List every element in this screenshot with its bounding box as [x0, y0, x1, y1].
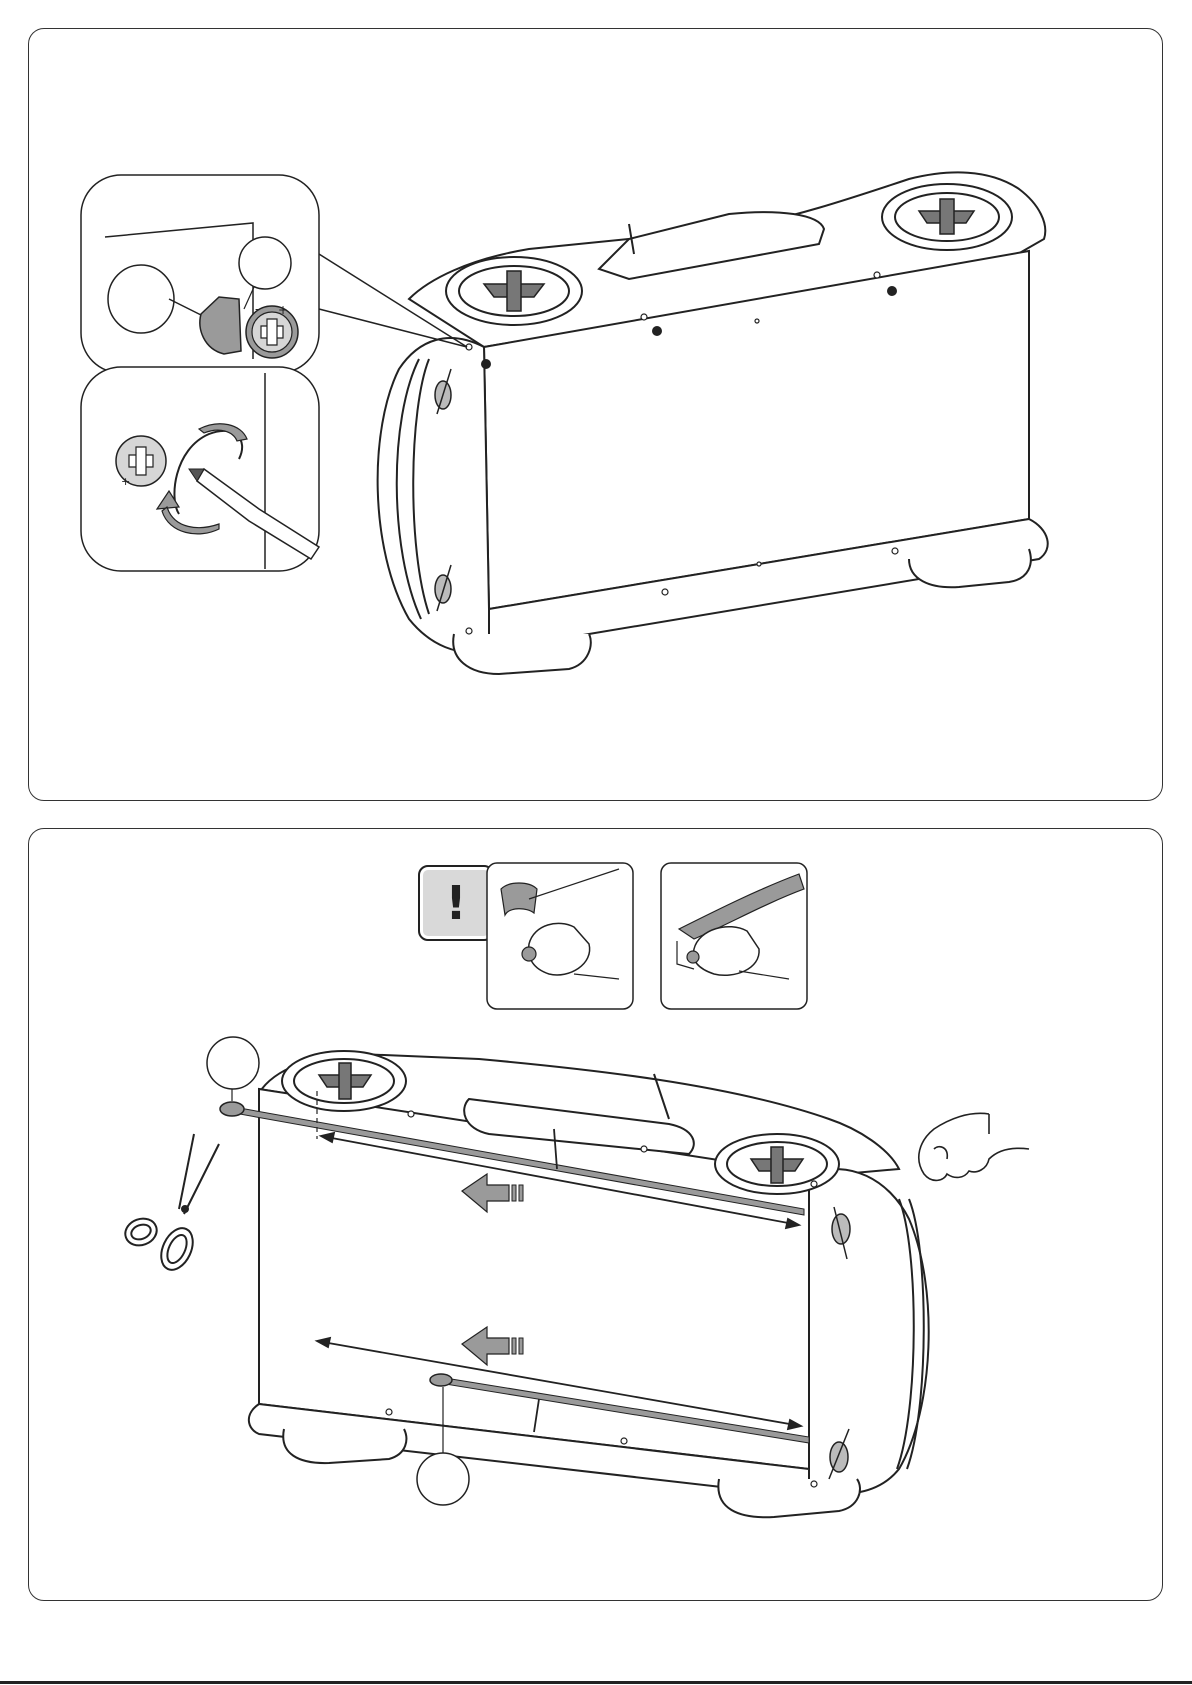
tape-illustration: [29, 829, 1162, 1600]
hand-icon: [919, 1113, 1029, 1180]
part-number-bubble: [239, 237, 291, 289]
cabinet-body-2: [249, 1051, 929, 1517]
cam-mark-minus: -: [255, 302, 259, 316]
fittings-illustration: + - +: [29, 29, 1162, 800]
page-footer-rule: [0, 1681, 1192, 1684]
step-panel-tape: !: [28, 828, 1163, 1601]
step-panel-fittings: + - +: [28, 28, 1163, 801]
press-tape-hint: [661, 863, 807, 1009]
scissors-icon: [122, 1134, 219, 1275]
cam-lock-tighten-detail: +: [81, 367, 319, 571]
part-bubble-top: [207, 1037, 259, 1089]
part-bubble-bottom: [417, 1453, 469, 1505]
cam-mark-plus: +: [278, 303, 288, 317]
cam-mark-plus-2: +: [121, 475, 130, 488]
cabinet-body: [378, 172, 1048, 674]
cam-lock-insert-detail: + -: [81, 175, 319, 373]
peel-tape-hint: [487, 863, 633, 1009]
